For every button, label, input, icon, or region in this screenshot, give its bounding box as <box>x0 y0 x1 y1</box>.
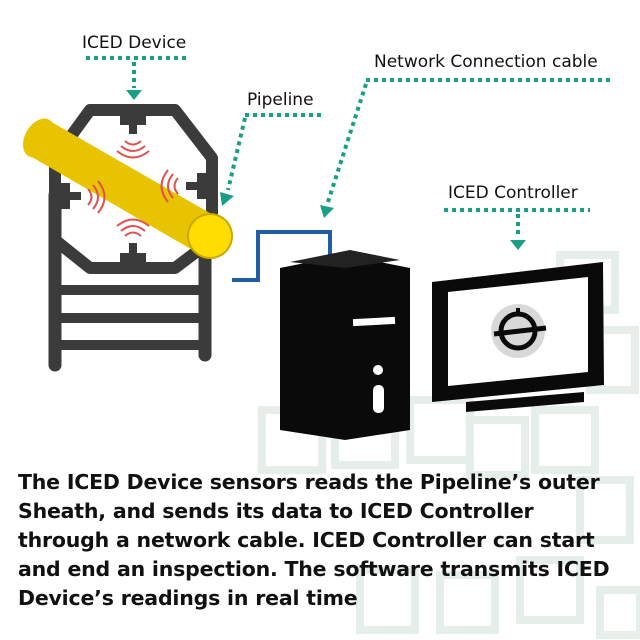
sensor-bottom <box>120 243 146 263</box>
sensor-right <box>186 173 207 199</box>
caption-text: The ICED Device sensors reads the Pipeli… <box>18 470 610 610</box>
computer-tower <box>280 250 410 440</box>
label-network-cable: Network Connection cable <box>374 52 598 72</box>
label-iced-controller: ICED Controller <box>448 183 578 203</box>
pointer-network-down <box>325 83 368 206</box>
controller-logo <box>491 304 547 358</box>
sensor-top <box>120 115 146 134</box>
label-pipeline: Pipeline <box>247 90 314 110</box>
label-iced-device: ICED Device <box>82 33 187 53</box>
pointer-arrowheads <box>126 90 526 250</box>
pointers <box>86 56 612 238</box>
monitor <box>432 262 604 412</box>
pipeline <box>22 118 233 259</box>
background-pattern <box>258 251 640 639</box>
iced-device <box>48 104 218 372</box>
pointer-pipeline-down <box>226 117 247 191</box>
sensor-waves <box>87 140 179 237</box>
sensor-left <box>60 183 81 209</box>
network-cable <box>232 230 332 282</box>
